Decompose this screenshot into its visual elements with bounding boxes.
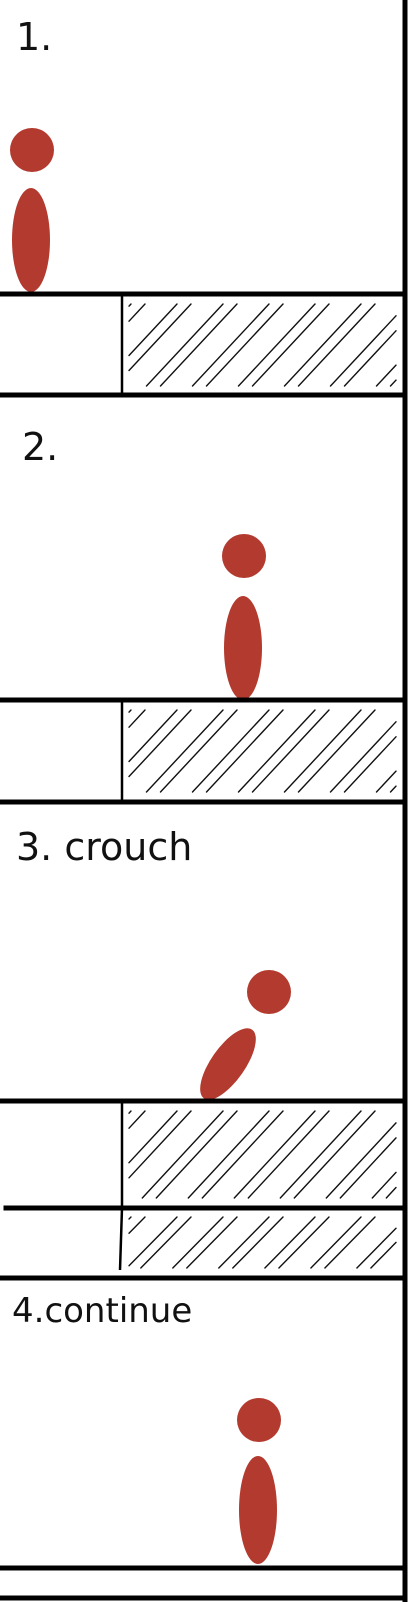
hatch-stroke bbox=[232, 1216, 284, 1269]
hatch-stroke bbox=[370, 1241, 397, 1269]
hatch-stroke bbox=[278, 1216, 330, 1269]
panel-4-label: 4.continue bbox=[12, 1291, 192, 1331]
hatch-stroke bbox=[128, 1110, 192, 1179]
hatch-stroke bbox=[172, 1216, 224, 1269]
hatch-stroke bbox=[128, 1110, 146, 1129]
hatch-stroke bbox=[159, 303, 238, 387]
hatch-stroke bbox=[145, 709, 224, 793]
hatch-stroke bbox=[297, 303, 376, 387]
hatch-stroke bbox=[329, 721, 397, 793]
hatched-block bbox=[128, 709, 397, 793]
figure-body bbox=[239, 1456, 277, 1564]
hatch-stroke bbox=[293, 1110, 376, 1199]
hatch-stroke bbox=[247, 1110, 330, 1199]
figure-body-crouched bbox=[200, 1028, 256, 1100]
hatch-stroke bbox=[283, 303, 362, 387]
hatch-stroke bbox=[237, 303, 316, 387]
hatch-stroke bbox=[128, 1110, 178, 1164]
hatch-stroke bbox=[128, 303, 192, 372]
figure-head bbox=[237, 1398, 281, 1442]
hatch-stroke bbox=[205, 303, 284, 387]
hatch-stroke bbox=[128, 1216, 146, 1235]
hatch-stroke bbox=[251, 303, 330, 387]
hatch-stroke bbox=[375, 364, 397, 387]
hatch-stroke bbox=[297, 709, 376, 793]
hatch-stroke bbox=[128, 303, 146, 322]
hatch-stroke bbox=[343, 736, 397, 793]
figure-head bbox=[247, 970, 291, 1014]
panel-3-label: 3. crouch bbox=[16, 825, 192, 869]
hatch-stroke bbox=[279, 1110, 362, 1199]
hatch-stroke bbox=[128, 303, 132, 307]
hatched-block bbox=[128, 303, 397, 387]
hatch-stroke bbox=[218, 1216, 270, 1269]
panel-4: 4.continue bbox=[0, 1291, 408, 1601]
hatch-stroke bbox=[128, 709, 192, 778]
panel-1-label: 1. bbox=[16, 15, 52, 59]
hatch-stroke bbox=[356, 1227, 397, 1269]
hatched-block bbox=[128, 1110, 397, 1199]
hatch-stroke bbox=[310, 1216, 362, 1269]
hatch-stroke bbox=[205, 709, 284, 793]
hatch-stroke bbox=[191, 303, 270, 387]
hatch-stroke bbox=[233, 1110, 316, 1199]
hatch-stroke bbox=[375, 770, 397, 793]
hatch-stroke bbox=[128, 709, 178, 763]
hatch-stroke bbox=[128, 1110, 132, 1114]
hatch-stroke bbox=[343, 330, 397, 387]
hatch-stroke bbox=[324, 1216, 376, 1269]
hatch-stroke bbox=[140, 1216, 192, 1269]
panel-2-label: 2. bbox=[22, 425, 58, 469]
hatch-stroke bbox=[128, 1216, 178, 1267]
hatch-stroke bbox=[128, 1216, 132, 1220]
hatch-stroke bbox=[187, 1110, 270, 1199]
panel-1: 1. bbox=[0, 15, 408, 398]
figure-body bbox=[224, 596, 262, 700]
hatch-stroke bbox=[371, 1171, 397, 1199]
figure-head bbox=[10, 128, 54, 172]
hatch-stroke bbox=[283, 709, 362, 793]
hatch-stroke bbox=[237, 709, 316, 793]
hatch-stroke bbox=[141, 1110, 224, 1199]
block-edge-lower bbox=[118, 1207, 124, 1271]
hatch-stroke bbox=[325, 1122, 397, 1199]
hatch-stroke bbox=[389, 379, 397, 387]
hatch-stroke bbox=[128, 303, 178, 357]
panel-2: 2. bbox=[0, 425, 408, 805]
hatch-stroke bbox=[385, 1186, 397, 1199]
hatch-stroke bbox=[201, 1110, 284, 1199]
figure-head bbox=[222, 534, 266, 578]
figure-body bbox=[12, 188, 50, 292]
hatch-stroke bbox=[251, 709, 330, 793]
hatch-stroke bbox=[128, 709, 132, 713]
hatch-stroke bbox=[191, 709, 270, 793]
hatch-stroke bbox=[128, 709, 146, 728]
hatch-stroke bbox=[389, 785, 397, 793]
hatch-stroke bbox=[186, 1216, 238, 1269]
hatched-block-lower bbox=[128, 1216, 397, 1269]
hatch-stroke bbox=[145, 303, 224, 387]
hatch-stroke bbox=[329, 315, 397, 387]
hatch-stroke bbox=[155, 1110, 238, 1199]
hatch-stroke bbox=[339, 1137, 397, 1199]
panel-3: 3. crouch bbox=[0, 825, 408, 1281]
hatch-stroke bbox=[159, 709, 238, 793]
hatch-stroke bbox=[264, 1216, 316, 1269]
